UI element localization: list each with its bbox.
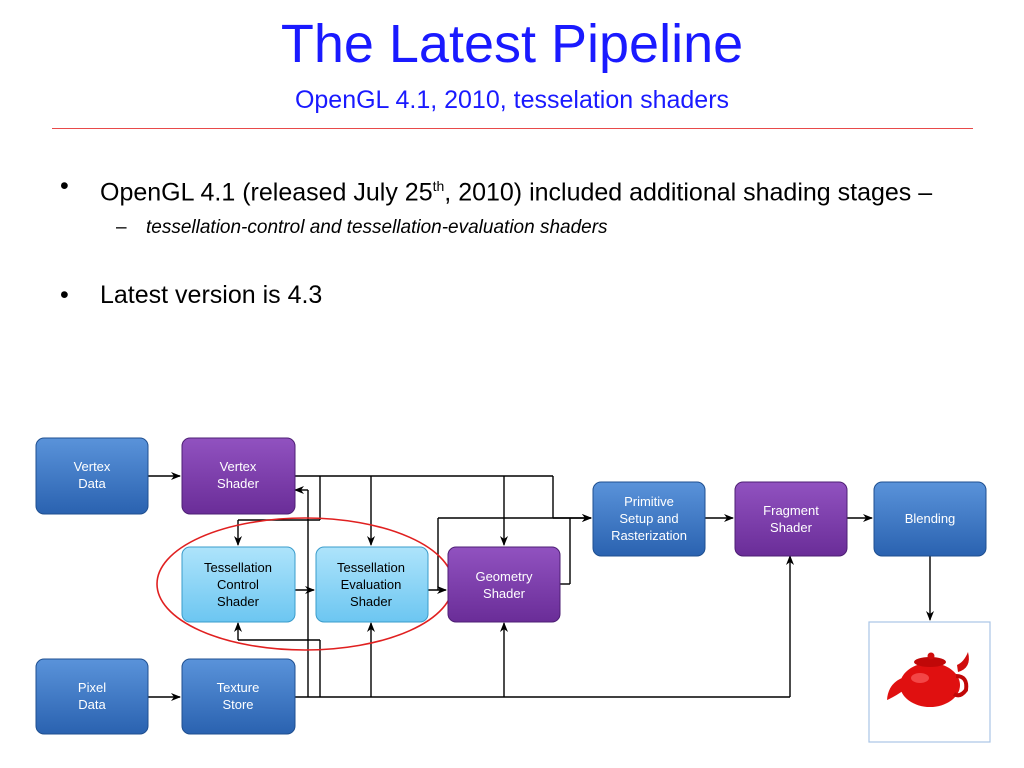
node-label-line: Pixel xyxy=(78,680,106,695)
node-label-line: Shader xyxy=(217,476,260,491)
node-label-line: Data xyxy=(78,476,106,491)
node-label-line: Evaluation xyxy=(341,577,402,592)
node-label-line: Rasterization xyxy=(611,528,687,543)
node-label-line: Tessellation xyxy=(204,560,272,575)
node-label-line: Store xyxy=(222,697,253,712)
node-vertex-shader: Vertex Shader xyxy=(181,437,296,515)
node-label-line: Tessellation xyxy=(337,560,405,575)
node-label-line: Vertex xyxy=(74,459,111,474)
node-label-line: Geometry xyxy=(475,569,533,584)
node-label-line: Primitive xyxy=(624,494,674,509)
bullet-marker: • xyxy=(60,281,69,310)
node-label-line: Data xyxy=(78,697,106,712)
sub-bullet-text: tessellation-control and tessellation-ev… xyxy=(146,217,608,239)
title-divider xyxy=(52,128,973,129)
node-label-line: Shader xyxy=(770,520,813,535)
bullet-text-part: , 2010) included additional shading stag… xyxy=(444,178,933,207)
node-label-line: Control xyxy=(217,577,259,592)
node-vertex-data: Vertex Data xyxy=(35,437,149,515)
node-label-line: Vertex xyxy=(220,459,257,474)
node-fragment-shader: Fragment Shader xyxy=(734,481,848,557)
bullet-list: • OpenGL 4.1 (released July 25th, 2010) … xyxy=(60,170,960,312)
node-label-line: Setup and xyxy=(619,511,678,526)
sub-bullet-marker: – xyxy=(116,217,127,239)
slide-subtitle: OpenGL 4.1, 2010, tesselation shaders xyxy=(294,86,730,114)
slide-title: The Latest Pipeline xyxy=(280,14,744,74)
node-pixel-data: Pixel Data xyxy=(35,658,149,735)
node-label-line: Texture xyxy=(217,680,260,695)
node-primitive-setup: Primitive Setup and Rasterization xyxy=(592,481,706,557)
bullet-text-part: OpenGL 4.1 (released July 25 xyxy=(100,178,433,207)
teapot-icon xyxy=(887,652,969,707)
bullet-text: Latest version is 4.3 xyxy=(100,281,323,310)
node-label-line: Fragment xyxy=(763,503,819,518)
sub-bullet-item: – tessellation-control and tessellation-… xyxy=(60,217,960,239)
bullet-item: • OpenGL 4.1 (released July 25th, 2010) … xyxy=(60,170,960,209)
node-label-line: Shader xyxy=(217,594,260,609)
node-label-line: Blending xyxy=(905,511,956,526)
teapot-output-image xyxy=(868,621,991,743)
node-geometry-shader: Geometry Shader xyxy=(447,546,561,623)
node-blending: Blending xyxy=(873,481,987,557)
bullet-superscript: th xyxy=(432,178,445,194)
bullet-marker: • xyxy=(60,172,69,200)
diagram-connectors xyxy=(148,472,934,701)
node-tessellation-control-shader: Tessellation Control Shader xyxy=(181,546,296,623)
bullet-item: • Latest version is 4.3 xyxy=(60,279,960,312)
node-label-line: Shader xyxy=(350,594,393,609)
node-label-line: Shader xyxy=(483,586,526,601)
node-tessellation-evaluation-shader: Tessellation Evaluation Shader xyxy=(315,546,429,623)
node-texture-store: Texture Store xyxy=(181,658,296,735)
